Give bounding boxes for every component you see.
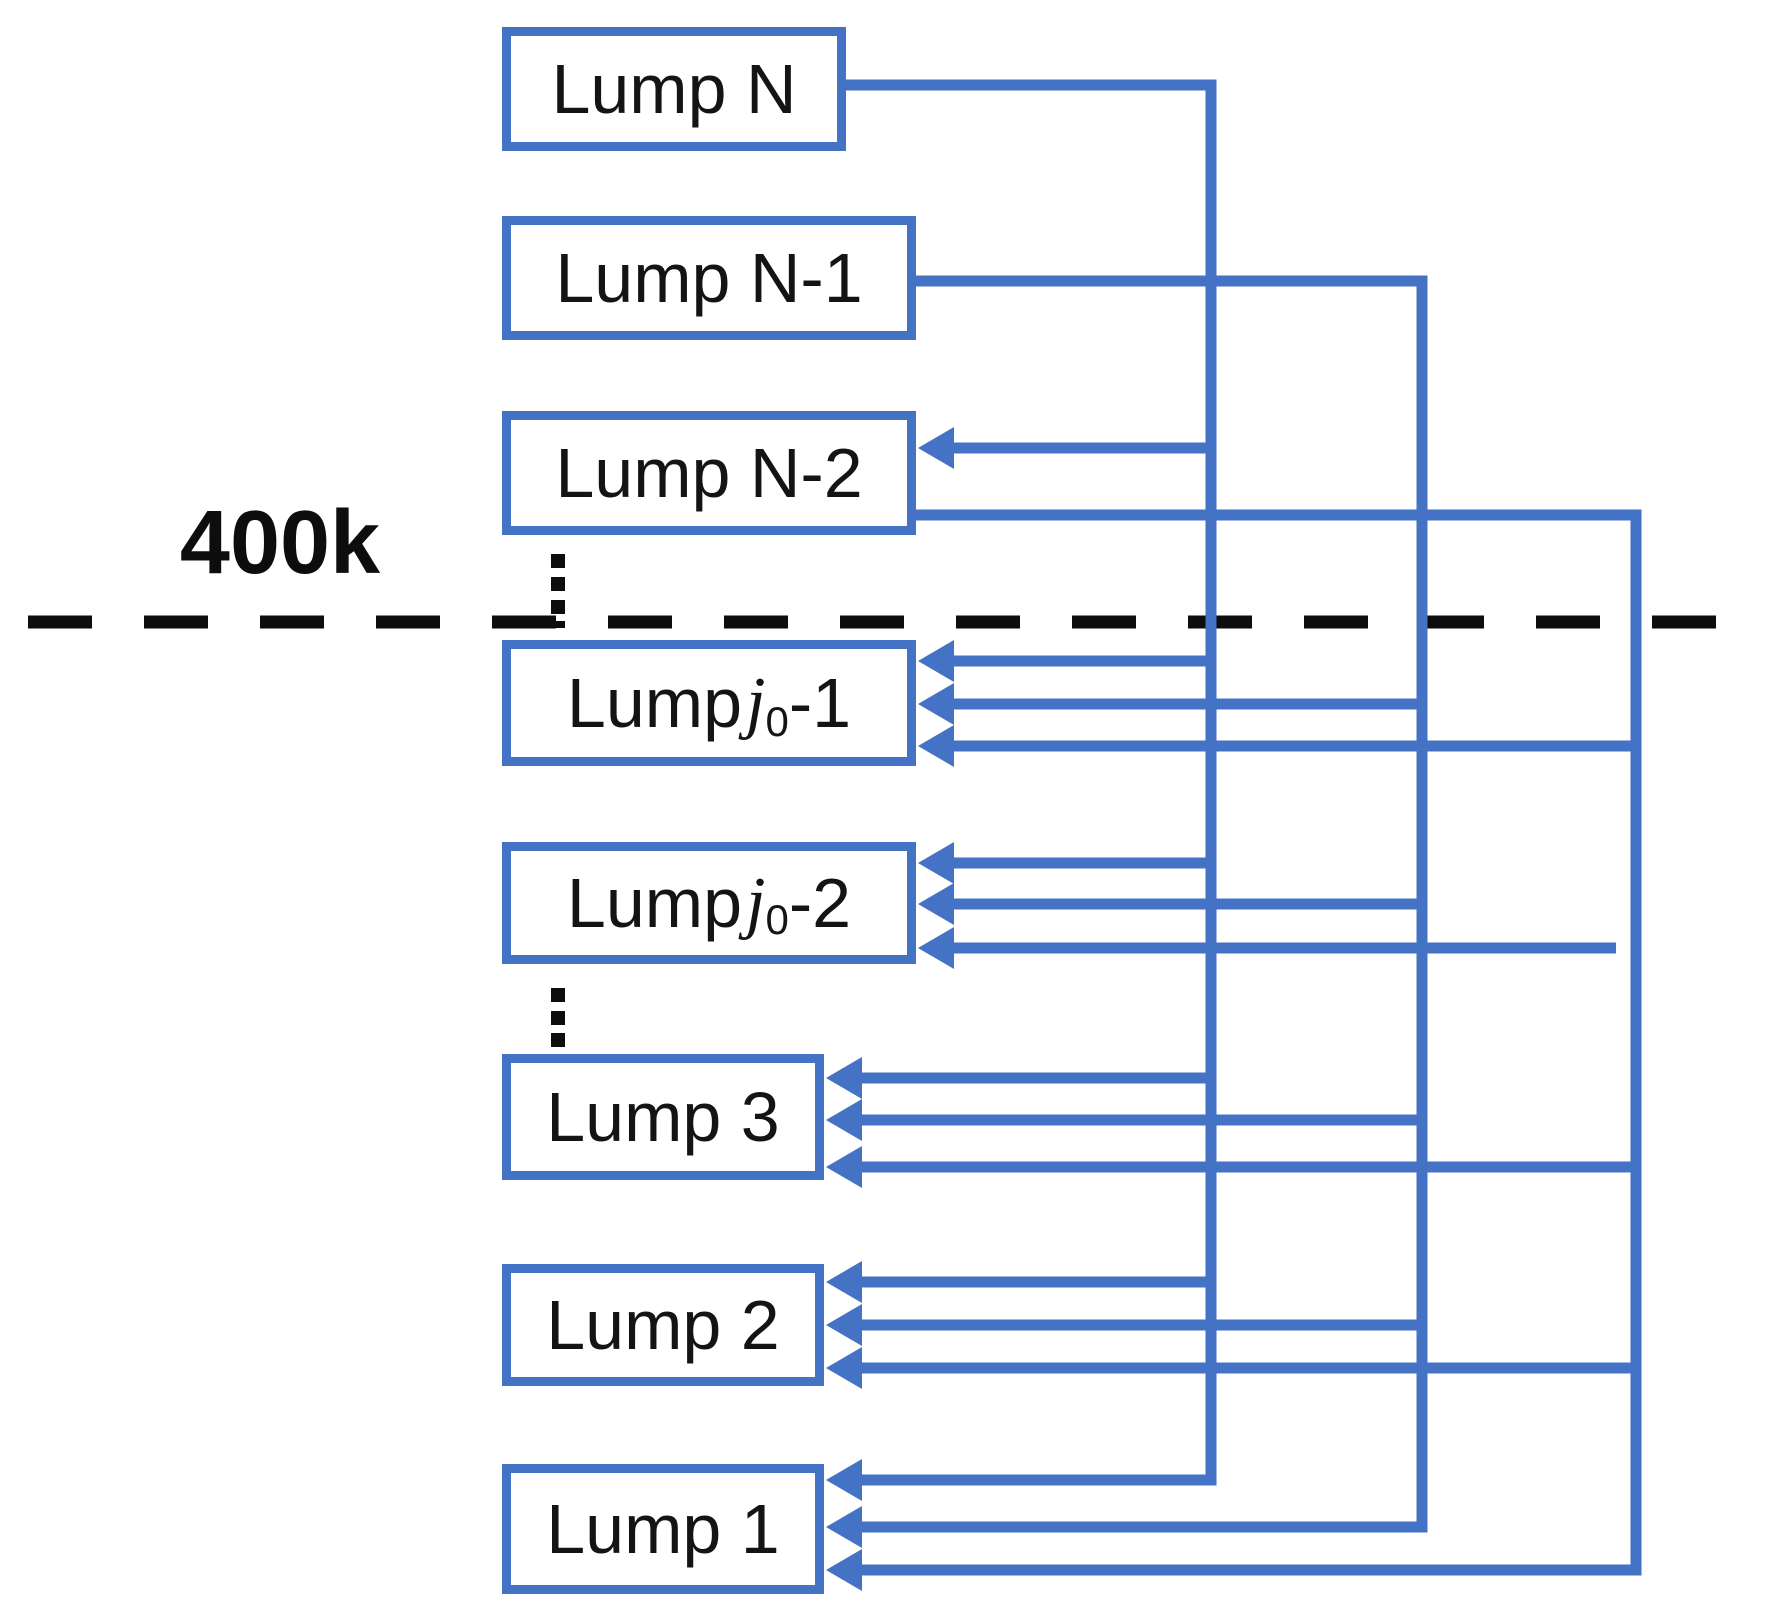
node-lump-3-label-part: Lump 3 <box>546 1078 780 1156</box>
node-lump-n-1: Lump N-1 <box>502 216 916 340</box>
arrowhead-rail-b-lump-n-1-to-lump-1 <box>826 1506 862 1548</box>
arrowhead-branch-b-to-lump-j0-2 <box>918 883 954 925</box>
node-lump-n-1-label-part: Lump N-1 <box>555 239 863 317</box>
ellipsis-upper-dot-2 <box>551 577 565 591</box>
arrowhead-branch-a-to-lump-j0-1 <box>918 640 954 682</box>
node-lump-3: Lump 3 <box>502 1054 824 1180</box>
node-lump-2-label-part: Lump 2 <box>546 1286 780 1364</box>
arrowhead-rail-c-lump-n-2-to-lump-1 <box>826 1549 862 1591</box>
arrowhead-branch-a-to-lump-j0-2 <box>918 842 954 884</box>
node-lump-j0-2-label-part: j <box>746 864 766 941</box>
connector-rail-a-lump-n-to-lump-1 <box>846 79 1217 1486</box>
node-lump-1: Lump 1 <box>502 1464 824 1594</box>
node-lump-1-label-part: Lump 1 <box>546 1490 780 1568</box>
node-lump-2: Lump 2 <box>502 1264 824 1386</box>
arrowhead-branch-b-to-lump-j0-1 <box>918 683 954 725</box>
node-lump-n-2-label-part: Lump N-2 <box>555 434 863 512</box>
node-lump-j0-1-label-part: -1 <box>788 664 852 742</box>
node-lump-n: Lump N <box>502 27 846 151</box>
ellipsis-lower-dot-3 <box>551 1033 565 1047</box>
arrowhead-branch-c-to-lump-j0-2 <box>918 927 954 969</box>
arrowhead-branch-a-to-lump-n-2 <box>918 427 954 469</box>
arrowhead-branch-b-to-lump-2 <box>826 1304 862 1346</box>
node-lump-j0-1-label-part: 0 <box>765 698 789 745</box>
node-lump-j0-2-label-part: 0 <box>765 896 789 943</box>
arrowhead-branch-a-to-lump-2 <box>826 1261 862 1303</box>
connector-rail-c-lump-n-2-to-lump-1 <box>856 509 1642 1576</box>
node-lump-j0-1-label-part: j <box>746 664 766 741</box>
arrowhead-rail-a-lump-n-to-lump-1 <box>826 1459 862 1501</box>
arrowhead-branch-a-to-lump-3 <box>826 1057 862 1099</box>
ellipsis-upper-dot-1 <box>551 554 565 568</box>
threshold-400k-label: 400k <box>179 493 381 593</box>
node-lump-j0-1-label-part: Lump <box>566 664 743 742</box>
ellipsis-lower-dot-1 <box>551 988 565 1002</box>
arrowhead-branch-b-to-lump-3 <box>826 1099 862 1141</box>
ellipsis-upper-dot-3 <box>551 600 565 614</box>
node-lump-j0-2-label-part: Lump <box>566 864 743 942</box>
node-lump-n-label-part: Lump N <box>551 50 797 128</box>
ellipsis-lower-dot-2 <box>551 1011 565 1025</box>
node-lump-j0-2-label-part: -2 <box>788 864 852 942</box>
ellipsis-upper-dot-4 <box>551 621 565 628</box>
node-lump-n-2: Lump N-2 <box>502 411 916 535</box>
arrowhead-branch-c-to-lump-j0-1 <box>918 725 954 767</box>
arrowhead-branch-c-to-lump-2 <box>826 1347 862 1389</box>
arrowhead-branch-c-to-lump-3 <box>826 1146 862 1188</box>
